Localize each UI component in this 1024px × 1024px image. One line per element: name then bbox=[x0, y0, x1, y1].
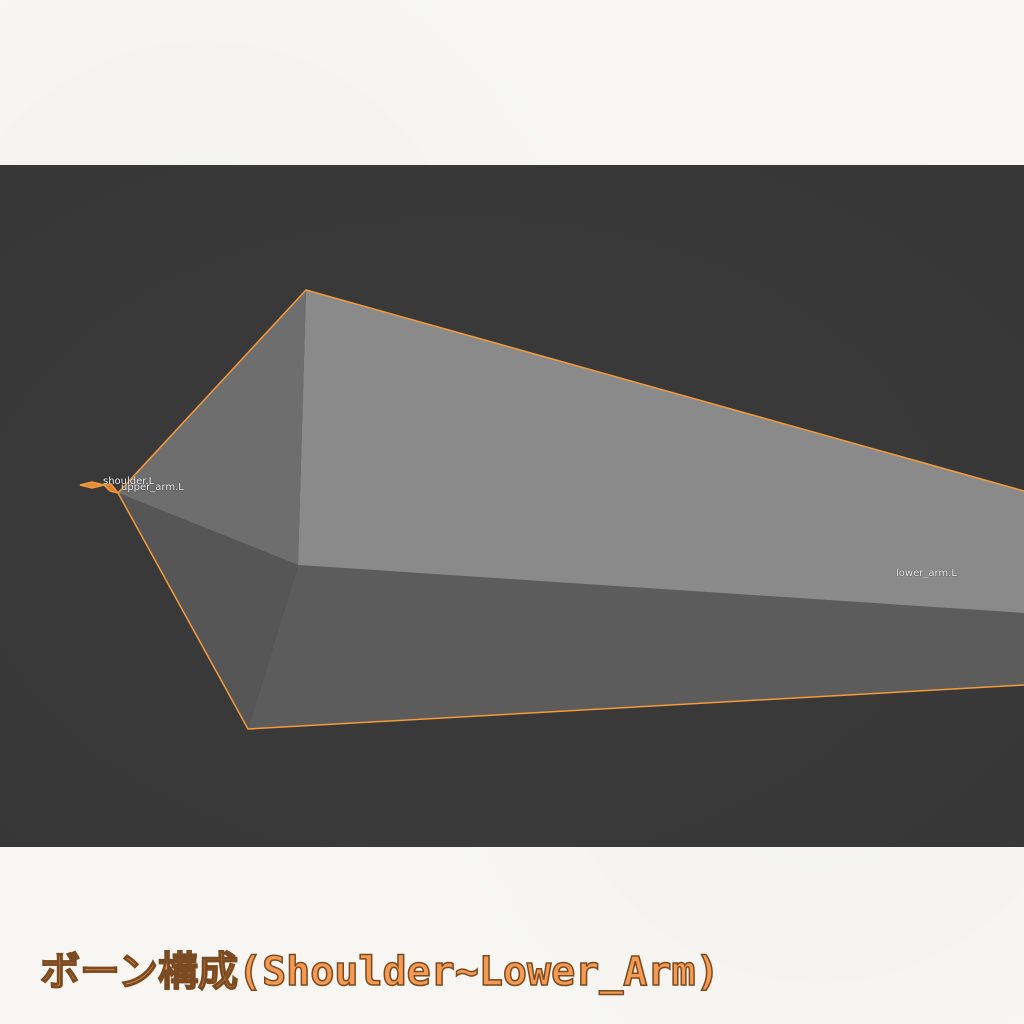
caption-title: ボーン構成(Shoulder~Lower_Arm) bbox=[39, 948, 720, 996]
bone-label-upper-arm: upper_arm.L bbox=[121, 482, 184, 493]
bone-lower-arm-face-bottom bbox=[248, 565, 1024, 729]
bone-lower-arm-head-upper bbox=[118, 290, 306, 565]
bone-label-lower-arm: lower_arm.L bbox=[896, 568, 957, 579]
bone-shoulder[interactable] bbox=[79, 481, 105, 489]
bone-label-shoulder: shoulder.L bbox=[103, 476, 155, 487]
bone-shoulder-shape bbox=[79, 481, 105, 489]
armature-view bbox=[79, 289, 1024, 730]
bone-upper-arm-shape bbox=[102, 483, 120, 495]
bone-lower-arm-head-lower bbox=[118, 493, 298, 729]
3d-viewport[interactable]: shoulder.L upper_arm.L lower_arm.L bbox=[0, 165, 1024, 847]
bone-lower-arm[interactable] bbox=[117, 289, 1024, 730]
bone-lower-arm-face-top bbox=[298, 290, 1024, 613]
bone-upper-arm[interactable] bbox=[102, 483, 120, 495]
